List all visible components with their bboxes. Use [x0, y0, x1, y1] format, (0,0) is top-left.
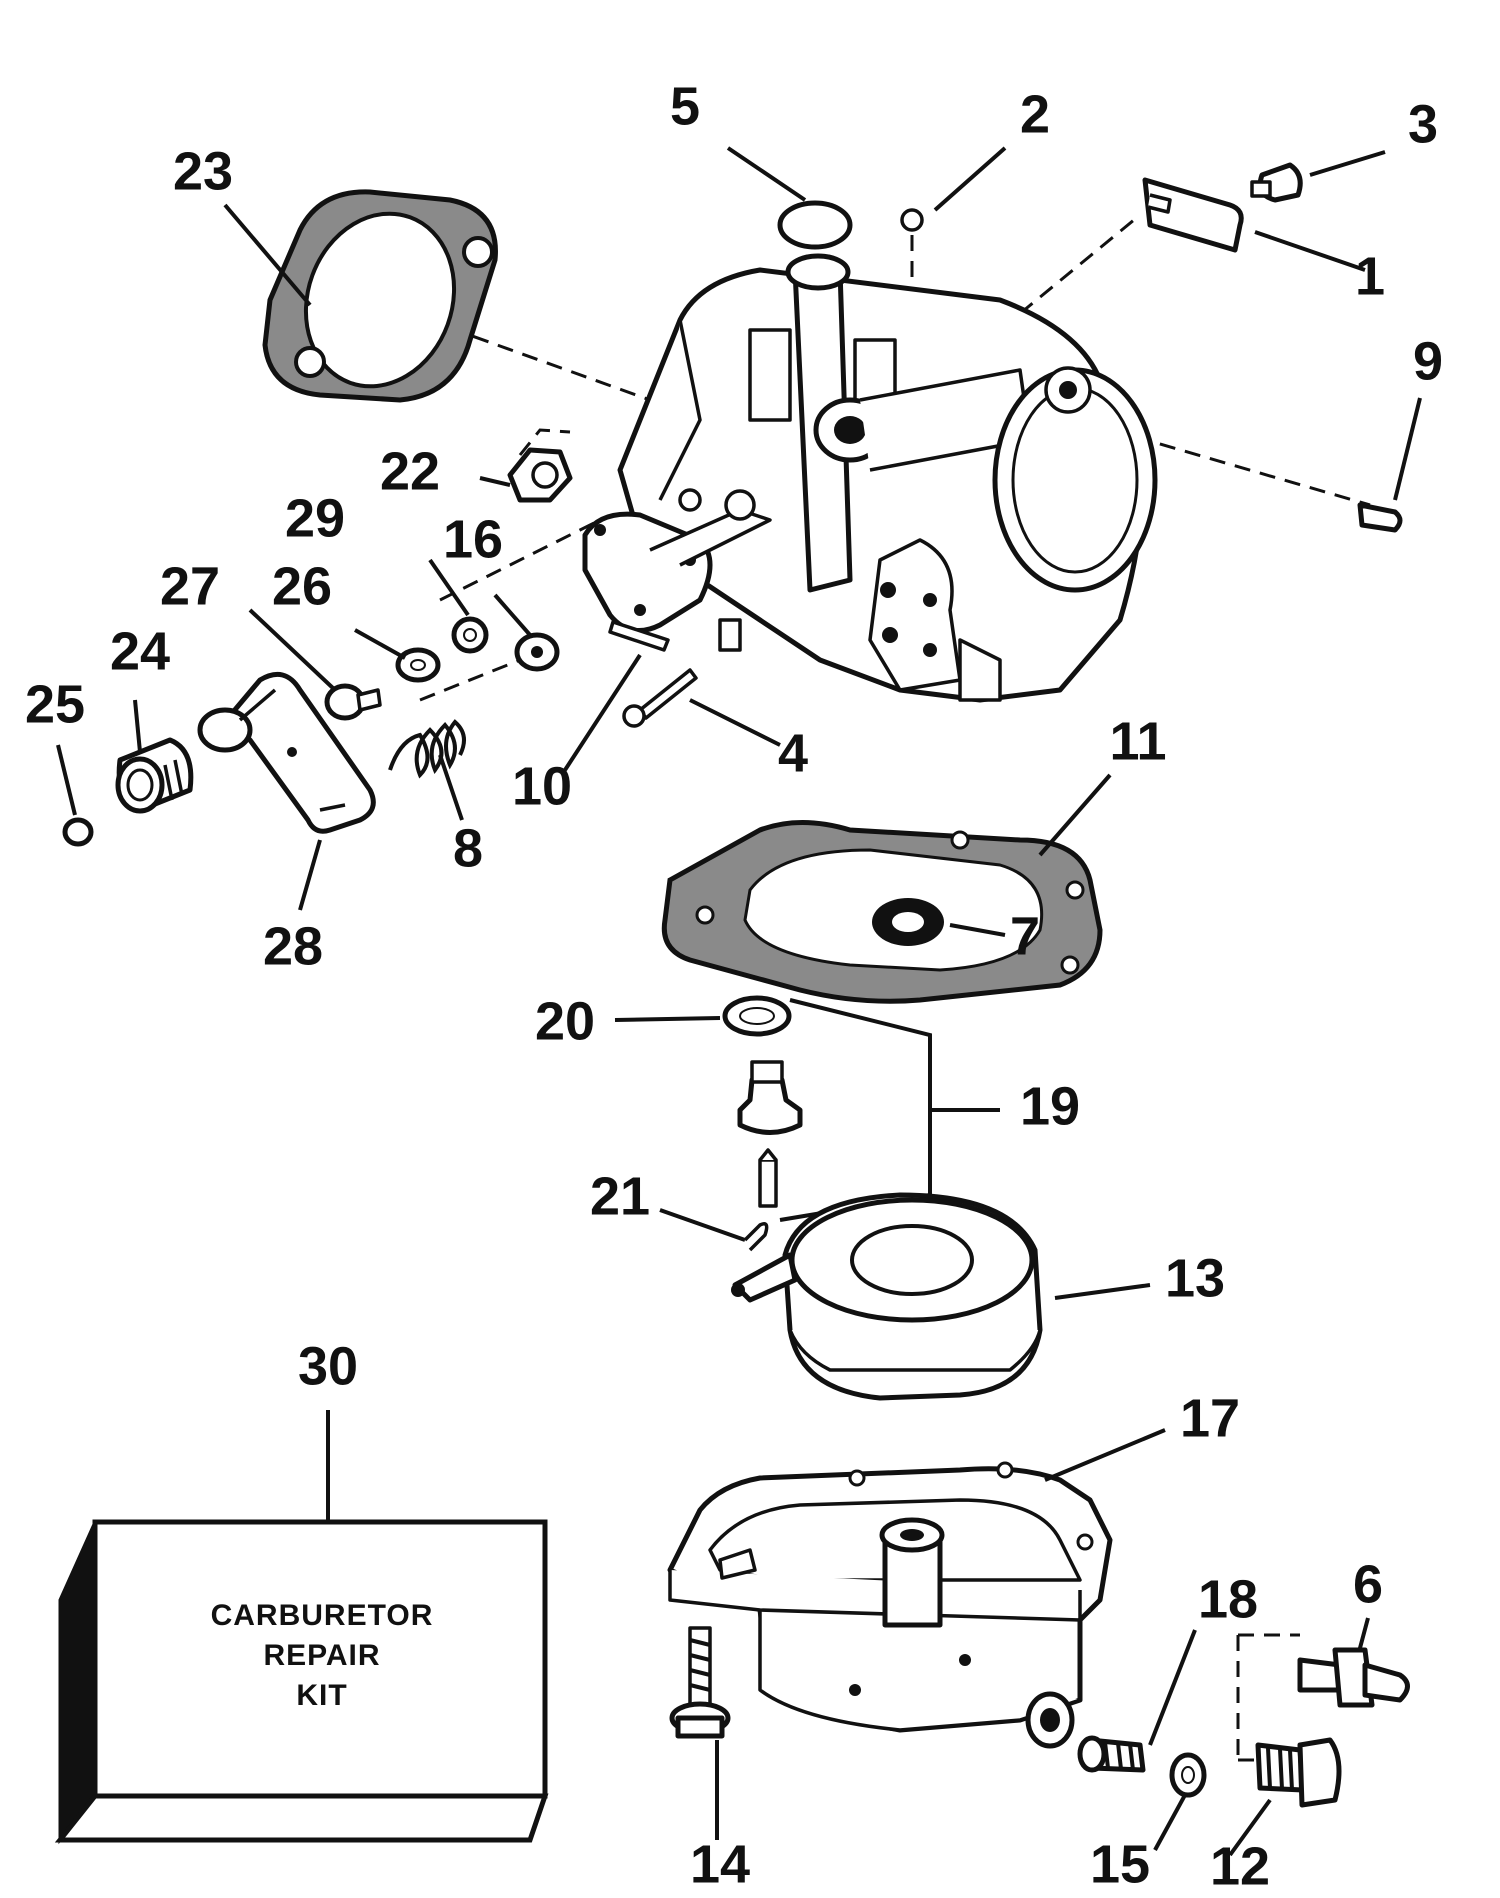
lock-washer-29: [451, 616, 489, 654]
callout-14: 14: [690, 1834, 750, 1894]
callout-30: 30: [298, 1336, 358, 1396]
pin-4: [622, 668, 698, 728]
callout-26: 26: [272, 556, 332, 616]
callout-labels: 1 2 3 4 5 6 7 8 9 10 11 12 13 14 15 16 1…: [25, 76, 1443, 1896]
callout-23: 23: [173, 141, 233, 201]
callout-7: 7: [1010, 906, 1040, 966]
carburetor-body: [582, 253, 1158, 703]
kit-label-line2: REPAIR: [263, 1639, 380, 1672]
callout-18: 18: [1198, 1569, 1258, 1629]
flange-gasket-23: [262, 189, 498, 403]
plug-18: [1077, 1735, 1146, 1773]
callout-21: 21: [590, 1166, 650, 1226]
callout-25: 25: [25, 674, 85, 734]
plug-9: [1357, 502, 1403, 533]
callout-12: 12: [1210, 1836, 1270, 1896]
callout-13: 13: [1165, 1248, 1225, 1308]
callout-5: 5: [670, 76, 700, 136]
callout-4: 4: [778, 723, 808, 783]
callout-9: 9: [1413, 331, 1443, 391]
callout-16: 16: [443, 509, 503, 569]
callout-1: 1: [1355, 246, 1385, 306]
callout-6: 6: [1353, 1554, 1383, 1614]
screw-14: [669, 1626, 731, 1739]
callout-27: 27: [160, 556, 220, 616]
throttle-lever-28: [197, 671, 376, 834]
washer-16: [514, 632, 560, 672]
callout-17: 17: [1180, 1388, 1240, 1448]
repair-kit-box-30: CARBURETOR REPAIR KIT: [54, 1519, 549, 1845]
callout-2: 2: [1020, 84, 1050, 144]
callout-22: 22: [380, 441, 440, 501]
callout-10: 10: [512, 756, 572, 816]
bolt-12: [1255, 1737, 1342, 1808]
shaft-pin-10: [608, 620, 670, 652]
washer-20: [722, 995, 792, 1037]
check-ball-2: [900, 208, 924, 232]
needle-seat: [737, 1060, 803, 1135]
callout-8: 8: [453, 818, 483, 878]
inlet-needle: [758, 1148, 778, 1208]
callout-19: 19: [1020, 1076, 1080, 1136]
callout-28: 28: [263, 916, 323, 976]
o-ring-25: [62, 817, 94, 847]
washer-15: [1169, 1752, 1207, 1798]
callout-29: 29: [285, 488, 345, 548]
fitting-6: [1297, 1647, 1410, 1708]
leader-lines: [56, 146, 1422, 1857]
nut-22: [507, 428, 573, 503]
spring-8: [388, 719, 466, 779]
kit-label-line1: CARBURETOR: [211, 1599, 434, 1632]
kit-label-line3: KIT: [296, 1679, 347, 1712]
screw-27: [324, 683, 382, 721]
float-13: [731, 1192, 1043, 1401]
welch-plug-5: [777, 200, 853, 250]
throttle-clip-1: [1142, 177, 1244, 253]
clip-21: [743, 1222, 769, 1252]
callout-20: 20: [535, 991, 595, 1051]
screw-3: [1250, 162, 1303, 203]
washer-26: [395, 647, 441, 683]
callout-3: 3: [1408, 94, 1438, 154]
bushing-24: [115, 737, 194, 814]
callout-11: 11: [1109, 711, 1166, 771]
callout-24: 24: [110, 621, 170, 681]
float-bowl-17: [667, 1461, 1113, 1749]
seal-7: [872, 898, 944, 946]
callout-15: 15: [1090, 1834, 1150, 1894]
